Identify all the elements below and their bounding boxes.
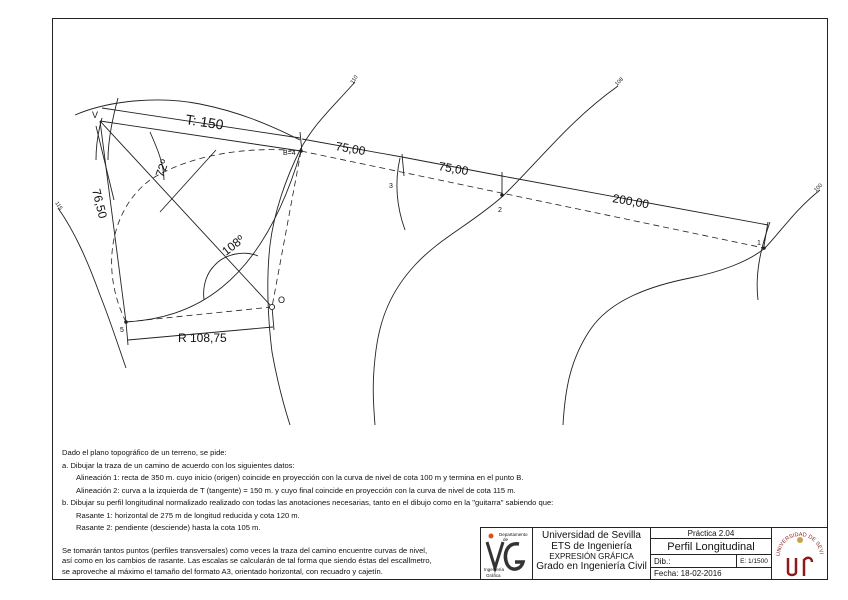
statement-r1: Rasante 1: horizontal de 275 m de longit… bbox=[76, 510, 300, 520]
dept-text-1: Departamento bbox=[499, 532, 528, 537]
contour-115 bbox=[57, 207, 127, 369]
dim-75-2 bbox=[401, 156, 503, 177]
contour-3-arc bbox=[396, 157, 406, 231]
arc-radius bbox=[159, 149, 217, 213]
v-to-o bbox=[99, 120, 273, 308]
arc-t bbox=[95, 117, 103, 161]
final-line-2: así como en los cambios de rasante. Las … bbox=[62, 556, 432, 566]
dim-side: 76,50 bbox=[89, 187, 110, 220]
statement-a1: Alineación 1: recta de 350 m. cuyo inici… bbox=[76, 473, 524, 482]
dept-text-3: Ingeniería bbox=[484, 567, 505, 572]
final-line-1: Se tomarán tantos puntos (perfiles trans… bbox=[62, 546, 428, 555]
label-3: 3 bbox=[389, 183, 393, 190]
tangent-v-b bbox=[99, 120, 302, 152]
dim-r: R 108,75 bbox=[178, 331, 227, 345]
dim-ext-1 bbox=[125, 321, 129, 346]
label-5: 5 bbox=[120, 327, 124, 334]
dim-ext-3 bbox=[299, 131, 303, 153]
scale: E: 1/1500 bbox=[737, 555, 771, 568]
statement-b: b. Dibujar su perfil longitudinal normal… bbox=[62, 498, 554, 507]
point-o bbox=[268, 303, 276, 311]
expr-name: EXPRESIÓN GRÁFICA bbox=[549, 552, 634, 561]
angle-arc-72 bbox=[149, 131, 165, 181]
title-block: Departamento de Ingeniería Gráfica Unive… bbox=[480, 524, 828, 580]
dashed-b-to-1 bbox=[300, 150, 765, 249]
date: Fecha: 18-02-2016 bbox=[654, 569, 722, 578]
contour-label-110: 110 bbox=[350, 75, 360, 86]
contour-100 bbox=[562, 189, 821, 426]
univ-name: Universidad de Sevilla bbox=[542, 530, 641, 541]
point-5 bbox=[124, 320, 128, 324]
contour-left-arc bbox=[107, 97, 119, 161]
label-1: 1 bbox=[757, 240, 761, 247]
curve-5-b bbox=[125, 150, 302, 323]
ets-name: ETS de Ingeniería bbox=[551, 541, 632, 552]
dim-75-1 bbox=[301, 138, 403, 158]
dim-200 bbox=[501, 175, 769, 226]
label-v: V bbox=[92, 110, 98, 120]
arc-108 bbox=[213, 252, 259, 267]
university-seal: UNIVERSIDAD DE SEVILLA bbox=[770, 524, 828, 580]
contour-1-arc bbox=[756, 221, 771, 301]
point-2 bbox=[500, 193, 504, 197]
dim-t: T: 150 bbox=[185, 111, 225, 132]
statement-a2: Alineación 2: curva a la izquierda de T … bbox=[76, 485, 516, 495]
point-b bbox=[299, 149, 303, 153]
dim-75-a: 75,00 bbox=[334, 139, 366, 158]
dim-side-line bbox=[95, 125, 115, 201]
dim-ext-6 bbox=[763, 221, 769, 247]
grado-name: Grado en Ingeniería Civil bbox=[536, 561, 647, 572]
statement-intro: Dado el plano topográfico de un terreno,… bbox=[62, 448, 227, 457]
practice-title: Perfil Longitudinal bbox=[651, 539, 771, 555]
dept-text-4: Gráfica bbox=[486, 573, 501, 578]
dim-200: 200,00 bbox=[611, 191, 650, 211]
problem-statement: Dado el plano topográfico de un terreno,… bbox=[62, 447, 554, 535]
dept-text-2: de bbox=[503, 537, 509, 542]
practice-number: Práctica 2.04 bbox=[651, 528, 771, 539]
contour-110 bbox=[267, 81, 356, 426]
dashed-arc bbox=[111, 149, 302, 323]
label-2: 2 bbox=[498, 207, 502, 214]
university-block: Universidad de Sevilla ETS de Ingeniería… bbox=[533, 528, 651, 580]
university-seal-mark: UNIVERSIDAD DE SEVILLA bbox=[770, 524, 824, 577]
statement-a: a. Dibujar la traza de un camino de acue… bbox=[62, 460, 295, 470]
label-b4: B=4 bbox=[283, 150, 296, 157]
dim-r-line bbox=[127, 326, 274, 341]
contour-upper-left bbox=[74, 99, 301, 141]
drawn-by: Dib.: bbox=[651, 555, 737, 568]
contour-label-100: 100 bbox=[813, 183, 824, 194]
v-to-5 bbox=[99, 120, 127, 323]
final-instructions: Se tomarán tantos puntos (perfiles trans… bbox=[62, 546, 432, 577]
statement-r2: Rasante 2: pendiente (desciende) hasta l… bbox=[76, 523, 261, 532]
angle-72: 72º bbox=[153, 157, 172, 179]
dept-logo-mark bbox=[485, 533, 526, 574]
point-1 bbox=[762, 246, 766, 250]
drawing-frame bbox=[52, 18, 828, 580]
dept-logo: Departamento de Ingeniería Gráfica bbox=[481, 528, 533, 580]
arc-108-2 bbox=[203, 265, 215, 301]
dashed-b-to-o bbox=[271, 150, 302, 308]
dashed-o-to-5 bbox=[125, 306, 273, 323]
dim-75-b: 75,00 bbox=[437, 159, 469, 178]
dim-t-line bbox=[101, 107, 301, 139]
contour-108 bbox=[372, 85, 619, 426]
contour-label-108: 108 bbox=[614, 77, 625, 88]
contour-label-115: 115 bbox=[53, 201, 63, 212]
dim-ext-2 bbox=[271, 306, 275, 331]
final-line-3: se aproveche al máximo el tamaño del for… bbox=[62, 566, 383, 576]
label-o: O bbox=[278, 295, 285, 305]
